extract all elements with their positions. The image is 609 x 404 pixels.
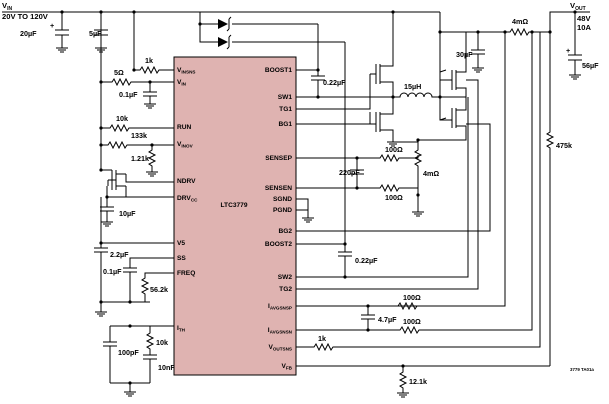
pin-sensen: SENSEN (265, 185, 292, 192)
pin-bg2: BG2 (278, 228, 292, 235)
c-out2-label: 56µF (582, 61, 599, 70)
ltc3779-chip (173, 56, 297, 376)
vout-label: VOUT (570, 1, 586, 12)
c-boost2-label: 0.22µF (355, 256, 378, 265)
inductor-label: 15µH (404, 82, 421, 91)
c-in2-label: 5µF (89, 29, 102, 38)
c-out1-label: 30µF (456, 50, 473, 59)
c-ith2-label: 10nF (158, 363, 175, 372)
vin-range-label: 20V TO 120V (2, 12, 49, 21)
r-outsns-label: 1k (318, 334, 326, 343)
c-drvcc-label: 10µF (119, 209, 136, 218)
pin-voutsns: VOUTSNS (268, 344, 292, 352)
r-sense-main-label: 4mΩ (423, 169, 439, 178)
r-vin-label: 5Ω (114, 68, 124, 77)
r-fb-bot (397, 366, 409, 398)
pin-freq: FREQ (177, 270, 195, 277)
pin-tg1: TG1 (279, 106, 292, 113)
c-sense (350, 158, 364, 188)
pin-vfb: VFB (281, 363, 292, 371)
r-freq (140, 272, 174, 302)
c-boost2 (338, 244, 352, 277)
r-out-sense (500, 11, 590, 37)
pin-sensep: SENSEP (265, 155, 292, 162)
c-boost1 (311, 70, 325, 97)
pin-ndrv: NDRV (177, 178, 196, 185)
r-fb-top (545, 32, 555, 366)
svg-text:+: + (50, 21, 54, 30)
c-ith1-label: 100pF (118, 348, 139, 357)
svg-text:+: + (566, 46, 570, 55)
pin-ss: SS (177, 255, 186, 262)
r-vinsns (134, 65, 174, 75)
r-sense1-label: 100Ω (385, 145, 403, 154)
chip-name: LTC3779 (221, 202, 248, 209)
vin-label: VIN (2, 1, 12, 12)
pin-drvcc: DRVCC (177, 195, 198, 203)
pin-vinov: VINOV (177, 141, 194, 149)
c-sense-label: 220pF (339, 168, 360, 177)
ground-symbol (56, 47, 68, 53)
r-inov2 (146, 145, 158, 177)
vout-voltage-label: 48V (577, 14, 591, 23)
vout-current-label: 10A (577, 23, 591, 32)
r-inov1-label: 133k (131, 131, 147, 140)
r-run (100, 82, 174, 133)
c-in1-label: 20µF (20, 29, 37, 38)
r-avg2-label: 100Ω (403, 317, 421, 326)
pin-v5: V5 (177, 240, 185, 247)
pin-bg1: BG1 (278, 121, 292, 128)
pin-vinsns: VINSNS (177, 67, 195, 75)
c-out1 (471, 32, 485, 73)
c-boost1-label: 0.22µF (323, 78, 346, 87)
mosfet-bg2 (418, 97, 467, 141)
pin-run: RUN (177, 124, 192, 131)
c-drvcc (100, 186, 126, 227)
c-v5 (94, 243, 108, 258)
mosfet-bg1 (370, 97, 399, 147)
c-vin-label: 0.1µF (119, 90, 138, 99)
r-sense2-label: 100Ω (385, 193, 403, 202)
pin-vin: VIN (177, 79, 187, 87)
c-out2 (568, 12, 582, 80)
mosfet-tg2 (440, 32, 467, 98)
pin-boost2: BOOST2 (265, 241, 292, 248)
pin-sw1: SW1 (278, 94, 293, 101)
pin-tg2: TG2 (279, 286, 292, 293)
pin-ith: ITH (177, 325, 186, 333)
pin-sw2: SW2 (278, 274, 293, 281)
r-out-sense-label: 4mΩ (512, 17, 528, 26)
pin-boost1: BOOST1 (265, 67, 292, 74)
r-ith-label: 10k (156, 338, 168, 347)
r-inov1 (100, 128, 174, 150)
r-vinsns-label: 1k (145, 56, 153, 65)
c-ss (123, 257, 174, 302)
ndrv-mosfet (100, 145, 174, 198)
c-avg-label: 4.7µF (378, 315, 397, 324)
figure-id: 3779 TA01a (570, 367, 594, 372)
c-ith1 (103, 326, 117, 383)
c-v5-label: 2.2µF (110, 250, 129, 259)
mosfet-tg1 (370, 12, 394, 97)
r-fb-top-label: 475k (556, 141, 572, 150)
diode-boost2 (218, 37, 228, 47)
r-inov2-label: 1.21k (131, 154, 149, 163)
r-fb-bot-label: 12.1k (409, 377, 427, 386)
pin-pgnd: PGND (273, 207, 292, 214)
r-freq-label: 56.2k (150, 285, 168, 294)
diode-boost1 (218, 19, 228, 29)
c-avg (361, 306, 375, 330)
pin-iavgsnsn: IAVGSNSN (268, 327, 293, 335)
r-vin (100, 12, 174, 87)
pin-sgnd: SGND (273, 196, 292, 203)
inductor (393, 92, 440, 98)
pin-iavgsnsp: IAVGSNSP (268, 303, 292, 311)
r-run-label: 10k (116, 114, 128, 123)
c-ss-label: 0.1µF (103, 267, 122, 276)
r-avg1-label: 100Ω (403, 293, 421, 302)
r-ith (143, 326, 157, 383)
